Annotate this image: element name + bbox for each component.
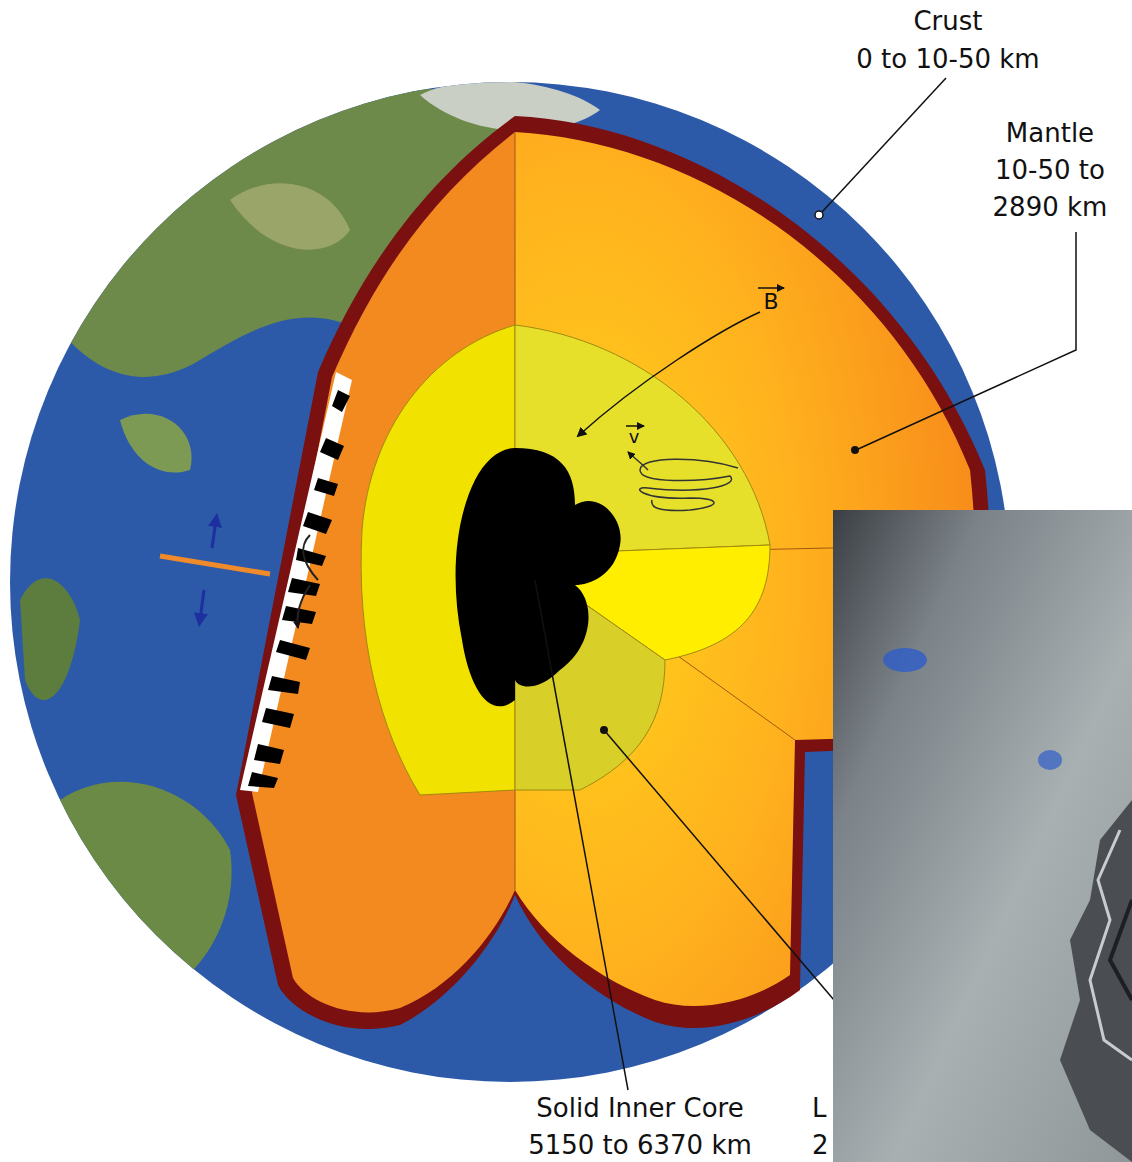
leader-line [535,580,628,1090]
spreading-arrow [212,520,216,548]
flow-spiral [628,452,738,511]
convection-arrows [298,535,319,628]
leader-line [856,232,1076,450]
depth-range: 2 [812,1132,829,1158]
field-arrow [578,312,760,436]
vector-arrow [626,425,644,427]
vector-arrow [758,287,784,289]
layer-label: Solid Inner Core [536,1095,743,1121]
layer-label: Mantle [1006,120,1094,146]
leader-line [604,730,834,1000]
depth-range: 5150 to 6370 km [528,1132,752,1158]
inner-core [456,448,621,706]
photo-inset [833,510,1132,1162]
layer-label: L [812,1095,827,1121]
magnetic-stripes [240,372,352,792]
depth-range: 10-50 to [995,157,1105,183]
leader-line [822,78,946,212]
vector-symbol: v [629,428,640,446]
spreading-arrow [200,590,204,620]
layer-label: Crust [913,8,982,34]
vector-symbol: B [763,291,778,313]
depth-range: 2890 km [993,194,1108,220]
ridge-line [160,556,270,574]
depth-range: 0 to 10-50 km [856,46,1039,72]
